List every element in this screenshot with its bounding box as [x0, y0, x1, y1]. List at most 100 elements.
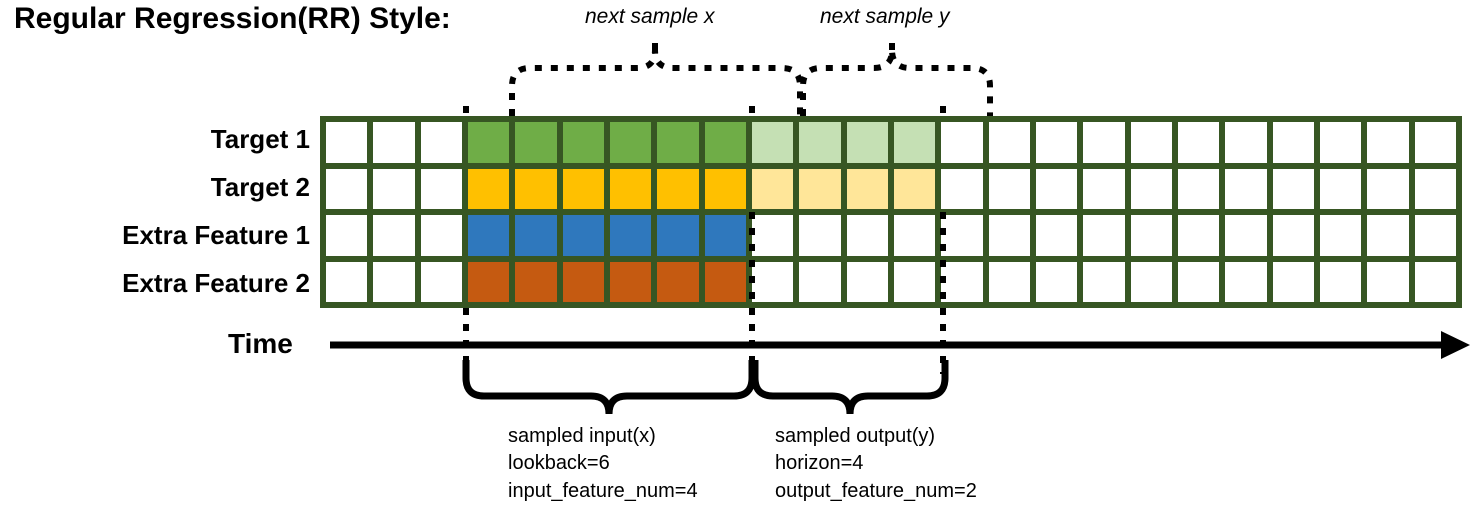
grid-cell-r3-c6	[562, 215, 604, 256]
grid-cell-r1-c6	[562, 122, 604, 163]
grid-cell-r2-c21	[1272, 168, 1314, 209]
time-axis-label: Time	[228, 328, 293, 359]
grid-cell-r3-c9	[704, 215, 746, 256]
grid-cell-r4-c3	[420, 261, 462, 302]
grid-cell-r1-c14	[941, 122, 983, 163]
grid-cell-r4-c6	[562, 261, 604, 302]
grid-cell-r1-c16	[1036, 122, 1078, 163]
grid-cell-r4-c19	[1178, 261, 1220, 302]
grid-cell-r1-c11	[799, 122, 841, 163]
grid-cell-r2-c4	[468, 168, 510, 209]
grid-cell-r3-c24	[1414, 215, 1456, 256]
grid-cell-r3-c2	[373, 215, 415, 256]
grid-cell-r2-c3	[420, 168, 462, 209]
grid-cell-r1-c19	[1178, 122, 1220, 163]
grid-cell-r1-c7	[610, 122, 652, 163]
grid-cell-r2-c11	[799, 168, 841, 209]
grid-cell-r2-c19	[1178, 168, 1220, 209]
grid-cell-r4-c13	[894, 261, 936, 302]
grid-cell-r3-c20	[1225, 215, 1267, 256]
grid-cell-r4-c7	[610, 261, 652, 302]
page-title: Regular Regression(RR) Style:	[14, 2, 451, 35]
grid-cell-r2-c6	[562, 168, 604, 209]
grid-cell-r3-c17	[1083, 215, 1125, 256]
grid-cell-r3-c23	[1367, 215, 1409, 256]
grid-cell-r3-c1	[326, 215, 368, 256]
grid-cell-r1-c4	[468, 122, 510, 163]
grid-cell-r2-c14	[941, 168, 983, 209]
grid-cell-r4-c14	[941, 261, 983, 302]
grid-cell-r2-c13	[894, 168, 936, 209]
grid-cell-r2-c18	[1130, 168, 1172, 209]
grid-cell-r3-c8	[657, 215, 699, 256]
grid-cell-r1-c3	[420, 122, 462, 163]
grid-cell-r4-c16	[1036, 261, 1078, 302]
grid-cell-r2-c23	[1367, 168, 1409, 209]
grid-cell-r3-c21	[1272, 215, 1314, 256]
grid-cell-r1-c22	[1320, 122, 1362, 163]
grid-cell-r4-c1	[326, 261, 368, 302]
brace-next-sample-y	[800, 34, 993, 116]
grid-cell-r4-c4	[468, 261, 510, 302]
grid-cell-r2-c17	[1083, 168, 1125, 209]
grid-cell-r2-c12	[846, 168, 888, 209]
brace-sampled-output	[751, 360, 949, 415]
grid-cell-r4-c18	[1130, 261, 1172, 302]
grid-cell-r4-c10	[752, 261, 794, 302]
grid-cell-r3-c4	[468, 215, 510, 256]
grid-cell-r3-c15	[988, 215, 1030, 256]
grid-cell-r3-c18	[1130, 215, 1172, 256]
brace-sampled-input	[462, 360, 756, 415]
grid-cell-r4-c8	[657, 261, 699, 302]
grid-cell-r4-c15	[988, 261, 1030, 302]
annotation-next-sample-x: next sample x	[585, 5, 715, 28]
grid-cell-r2-c1	[326, 168, 368, 209]
grid-cell-r1-c10	[752, 122, 794, 163]
grid-cell-r1-c24	[1414, 122, 1456, 163]
grid-cell-r2-c24	[1414, 168, 1456, 209]
timeline-grid	[320, 116, 1462, 308]
grid-cell-r3-c22	[1320, 215, 1362, 256]
grid-cell-r1-c21	[1272, 122, 1314, 163]
grid-cell-r2-c22	[1320, 168, 1362, 209]
grid-cell-r3-c10	[752, 215, 794, 256]
sampled-output-line-1: sampled output(y)	[775, 425, 936, 447]
grid-cell-r3-c13	[894, 215, 936, 256]
grid-cell-r2-c16	[1036, 168, 1078, 209]
grid-cell-r4-c5	[515, 261, 557, 302]
grid-cell-r2-c10	[752, 168, 794, 209]
grid-cell-r2-c5	[515, 168, 557, 209]
grid-cell-r3-c12	[846, 215, 888, 256]
grid-cell-r1-c5	[515, 122, 557, 163]
grid-cell-r1-c15	[988, 122, 1030, 163]
grid-cell-r4-c17	[1083, 261, 1125, 302]
time-axis-arrow	[330, 331, 1470, 359]
brace-next-sample-x	[509, 34, 803, 116]
grid-cell-r4-c9	[704, 261, 746, 302]
grid-cell-r3-c3	[420, 215, 462, 256]
grid-cell-r1-c23	[1367, 122, 1409, 163]
grid-cell-r2-c2	[373, 168, 415, 209]
grid-cell-r4-c21	[1272, 261, 1314, 302]
sampled-output-line-3: output_feature_num=2	[775, 480, 977, 502]
grid-cell-r1-c1	[326, 122, 368, 163]
grid-cell-r3-c11	[799, 215, 841, 256]
sampled-input-line-2: lookback=6	[508, 452, 610, 474]
grid-cell-r4-c24	[1414, 261, 1456, 302]
row-label-column: Target 1 Target 2 Extra Feature 1 Extra …	[0, 0, 310, 516]
row-label-target-1: Target 1	[210, 124, 310, 154]
grid-cell-r1-c9	[704, 122, 746, 163]
grid-cell-r3-c5	[515, 215, 557, 256]
row-label-extra-feature-2: Extra Feature 2	[122, 268, 310, 298]
sampled-input-line-3: input_feature_num=4	[508, 480, 698, 502]
grid-cell-r4-c12	[846, 261, 888, 302]
grid-cell-r3-c16	[1036, 215, 1078, 256]
grid-cell-r4-c22	[1320, 261, 1362, 302]
grid-cell-r2-c20	[1225, 168, 1267, 209]
grid-cell-r1-c2	[373, 122, 415, 163]
grid-cell-r4-c11	[799, 261, 841, 302]
grid-cell-r4-c20	[1225, 261, 1267, 302]
row-label-target-2: Target 2	[210, 172, 310, 202]
grid-cell-r2-c7	[610, 168, 652, 209]
